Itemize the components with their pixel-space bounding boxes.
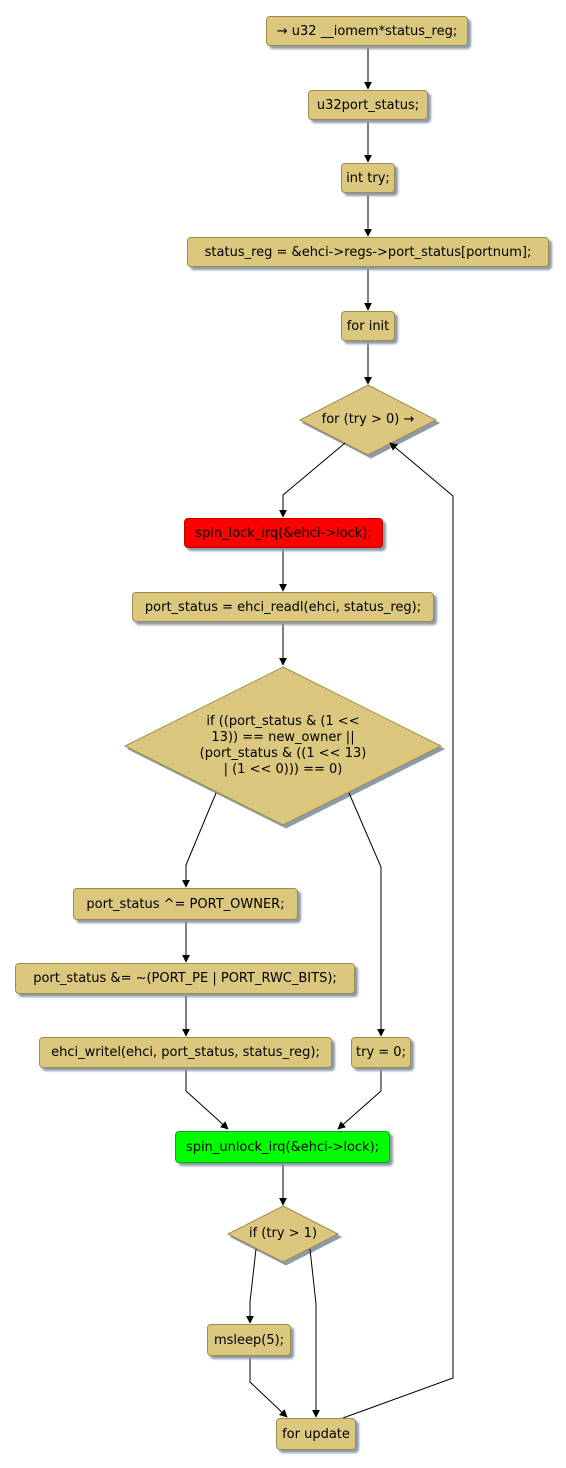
edge-msleep-to-update <box>249 1356 288 1418</box>
node-clear-bits: port_status &= ~(PORT_PE | PORT_RWC_BITS… <box>15 963 355 994</box>
node-msleep: msleep(5); <box>207 1324 291 1356</box>
node-xor-owner: port_status ^= PORT_OWNER; <box>73 888 298 920</box>
node-if-owner-label: if ((port_status & (1 << 13)) == new_own… <box>199 714 367 777</box>
edge-try-zero-to-unlock <box>337 1068 382 1130</box>
node-for-update: for update <box>276 1418 356 1450</box>
node-for-cond-label: for (try > 0) → <box>321 412 415 427</box>
node-status-reg-assign: status_reg = &ehci->regs->port_status[po… <box>187 237 549 267</box>
node-int-try: int try; <box>341 163 395 193</box>
decision-for-cond <box>298 384 438 456</box>
node-readl: port_status = ehci_readl(ehci, status_re… <box>132 592 434 622</box>
edge-if-try-to-update <box>309 1248 320 1418</box>
edge-writel-to-unlock <box>185 1068 229 1130</box>
node-for-init: for init <box>341 311 395 341</box>
decision-if-try <box>226 1205 340 1263</box>
node-writel: ehci_writel(ehci, port_status, status_re… <box>39 1037 332 1068</box>
edge-if-owner-to-try-zero <box>348 792 385 1037</box>
edge-update-back-to-for-cond <box>342 442 454 1419</box>
node-spin-unlock: spin_unlock_irq(&ehci->lock); <box>175 1131 390 1163</box>
edge-if-try-to-msleep <box>246 1248 257 1324</box>
node-if-try-label: if (try > 1) <box>248 1226 318 1241</box>
node-try-zero: try = 0; <box>351 1037 411 1068</box>
node-spin-lock: spin_lock_irq(&ehci->lock); <box>184 518 383 548</box>
edge-for-cond-to-lock <box>279 442 346 518</box>
node-port-status-decl: u32port_status; <box>308 90 428 120</box>
decision-if-owner <box>123 666 443 826</box>
edge-if-owner-to-xor <box>182 792 217 888</box>
node-status-reg-decl: → u32 __iomem*status_reg; <box>266 16 468 46</box>
